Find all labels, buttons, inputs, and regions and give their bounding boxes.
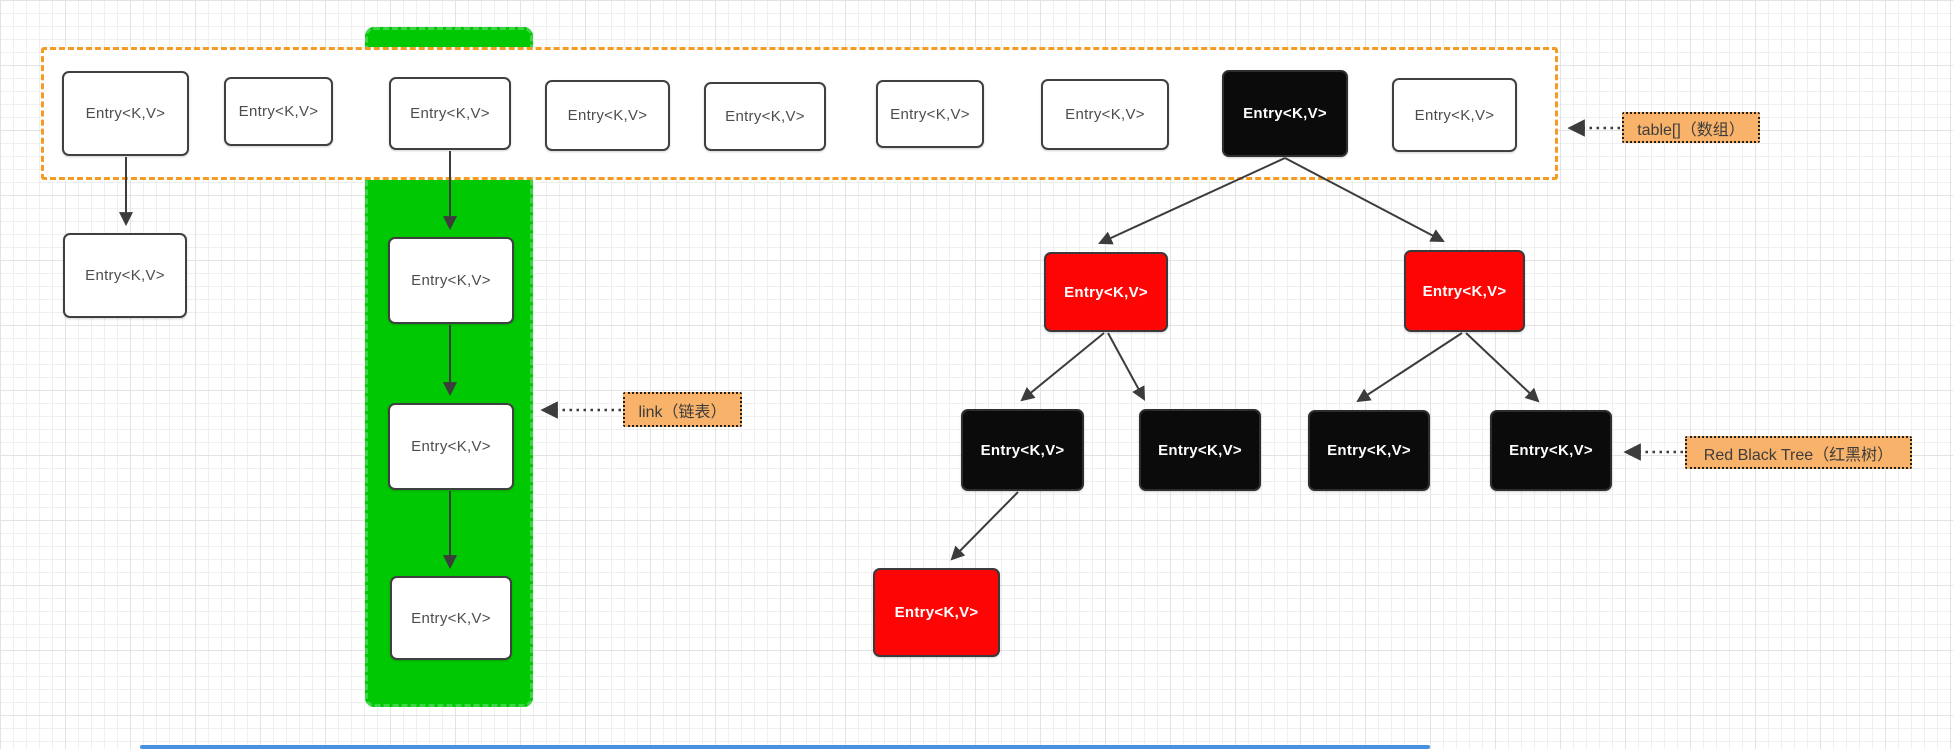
tree-node-black-3-label: Entry<K,V>: [1509, 442, 1593, 459]
arrow-rightred-to-black3: [1465, 332, 1540, 403]
note-link-list-label: link（链表）: [638, 403, 727, 421]
array-cell-6[interactable]: Entry<K,V>: [1041, 79, 1169, 150]
linked-list-node-0[interactable]: Entry<K,V>: [388, 237, 514, 324]
chain0-node-0-label: Entry<K,V>: [85, 267, 165, 284]
array-cell-5[interactable]: Entry<K,V>: [876, 80, 984, 148]
tree-node-right-red[interactable]: Entry<K,V>: [1404, 250, 1525, 332]
array-cell-8[interactable]: Entry<K,V>: [1392, 78, 1517, 152]
note-table-array[interactable]: table[]（数组）: [1622, 112, 1760, 143]
array-cell-4-label: Entry<K,V>: [725, 108, 805, 125]
array-cell-0-label: Entry<K,V>: [85, 105, 166, 122]
tree-node-leaf-red[interactable]: Entry<K,V>: [873, 568, 1000, 657]
arrow-leftred-to-black1: [1107, 332, 1146, 401]
tree-node-black-0-label: Entry<K,V>: [980, 441, 1065, 459]
array-cell-5-label: Entry<K,V>: [890, 105, 970, 123]
array-cell-4[interactable]: Entry<K,V>: [704, 82, 826, 151]
note-red-black-tree[interactable]: Red Black Tree（红黑树）: [1685, 436, 1912, 469]
linked-list-node-1-label: Entry<K,V>: [411, 438, 491, 455]
tree-node-black-2-label: Entry<K,V>: [1327, 442, 1411, 459]
array-cell-2-label: Entry<K,V>: [410, 105, 490, 122]
note-red-black-tree-label: Red Black Tree（红黑树）: [1703, 446, 1894, 464]
tree-node-black-2[interactable]: Entry<K,V>: [1308, 410, 1430, 491]
arrow-black0-to-leafred: [950, 491, 1019, 561]
linked-list-node-0-label: Entry<K,V>: [411, 272, 491, 289]
array-cell-7-tree-root[interactable]: Entry<K,V>: [1222, 70, 1348, 157]
tree-node-black-1[interactable]: Entry<K,V>: [1139, 409, 1261, 491]
array-cell-2[interactable]: Entry<K,V>: [389, 77, 511, 150]
tree-node-left-red[interactable]: Entry<K,V>: [1044, 252, 1168, 332]
tree-node-leaf-red-label: Entry<K,V>: [894, 604, 979, 621]
arrow-leftred-to-black0: [1020, 332, 1105, 402]
note-link-list[interactable]: link（链表）: [623, 392, 742, 427]
tree-node-left-red-label: Entry<K,V>: [1064, 283, 1148, 301]
array-cell-3[interactable]: Entry<K,V>: [545, 80, 670, 151]
linked-list-node-2[interactable]: Entry<K,V>: [390, 576, 512, 660]
array-cell-7-label: Entry<K,V>: [1243, 105, 1327, 122]
tree-node-black-1-label: Entry<K,V>: [1158, 441, 1242, 459]
tree-node-right-red-label: Entry<K,V>: [1422, 282, 1507, 300]
linked-list-node-2-label: Entry<K,V>: [411, 609, 491, 627]
array-cell-6-label: Entry<K,V>: [1065, 106, 1145, 123]
linked-list-node-1[interactable]: Entry<K,V>: [388, 403, 514, 490]
tree-node-black-0[interactable]: Entry<K,V>: [961, 409, 1084, 491]
chain0-node-0[interactable]: Entry<K,V>: [63, 233, 187, 318]
array-cell-1[interactable]: Entry<K,V>: [224, 77, 333, 146]
array-cell-3-label: Entry<K,V>: [567, 107, 648, 124]
note-table-array-label: table[]（数组）: [1637, 121, 1745, 139]
array-cell-8-label: Entry<K,V>: [1414, 106, 1495, 124]
array-cell-0[interactable]: Entry<K,V>: [62, 71, 189, 156]
array-cell-1-label: Entry<K,V>: [238, 103, 319, 120]
tree-node-black-3[interactable]: Entry<K,V>: [1490, 410, 1612, 491]
horizontal-scrollbar[interactable]: [140, 745, 1430, 749]
arrow-rightred-to-black2: [1356, 332, 1463, 403]
